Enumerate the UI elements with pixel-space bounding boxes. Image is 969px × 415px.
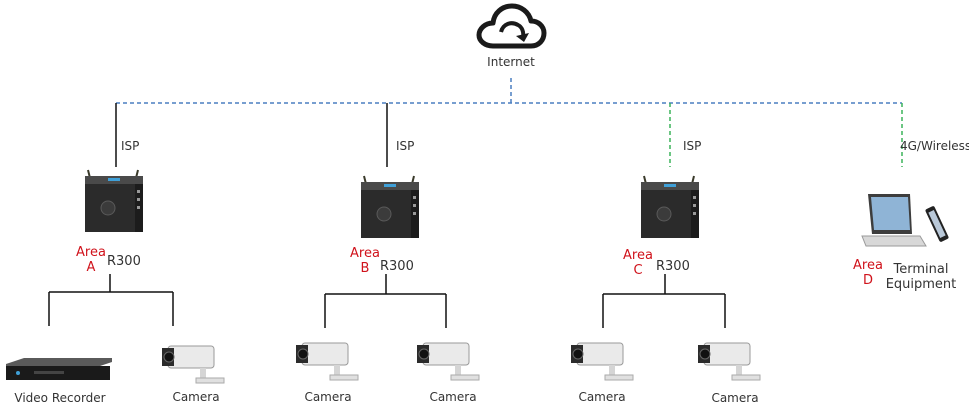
area-letter: D	[862, 273, 873, 288]
camera-label-c2: Camera	[711, 391, 759, 405]
router-model-c: R300	[656, 259, 690, 274]
internet-label: Internet	[487, 55, 535, 69]
isp-label-a: ISP	[121, 139, 140, 153]
lan-tree-b	[324, 274, 447, 328]
area-word: Area	[853, 258, 883, 273]
camera-label-c1: Camera	[578, 390, 626, 404]
router-model-b: R300	[380, 259, 414, 274]
router-device-b	[361, 175, 419, 238]
lan-tree-c	[602, 274, 726, 328]
area-letter: A	[86, 260, 96, 275]
router-model-a: R300	[107, 254, 141, 269]
terminal-line1: Terminal	[893, 262, 949, 277]
isp-label-b: ISP	[396, 139, 415, 153]
area-label-c: Area C	[622, 248, 654, 278]
router-device-c	[641, 175, 699, 238]
video-recorder-icon	[6, 358, 112, 380]
camera-icon-c1	[571, 342, 634, 381]
camera-icon-b1	[296, 342, 359, 381]
area-word: Area	[76, 245, 106, 260]
router-device-a	[85, 169, 143, 232]
camera-icon-a	[162, 345, 225, 384]
laptop-phone-icon	[861, 194, 949, 247]
area-word: Area	[623, 248, 653, 263]
area-label-a: Area A	[75, 245, 107, 275]
isp-label-c: ISP	[683, 139, 702, 153]
terminal-line2: Equipment	[885, 277, 957, 292]
camera-label-b2: Camera	[429, 390, 477, 404]
area-label-d: Area D	[852, 258, 884, 288]
area-letter: B	[360, 261, 370, 276]
wireless-label: 4G/Wireless	[900, 139, 969, 153]
camera-icon-c2	[698, 342, 761, 381]
area-word: Area	[350, 246, 380, 261]
camera-icon-b2	[417, 342, 480, 381]
area-label-b: Area B	[349, 246, 381, 276]
area-letter: C	[633, 263, 643, 278]
camera-label-b1: Camera	[304, 390, 352, 404]
lan-tree-a	[48, 274, 174, 326]
terminal-equipment-label: Terminal Equipment	[883, 262, 959, 292]
video-recorder-label: Video Recorder	[14, 391, 106, 405]
camera-label-a: Camera	[172, 390, 220, 404]
cloud-sync-icon	[476, 3, 547, 49]
